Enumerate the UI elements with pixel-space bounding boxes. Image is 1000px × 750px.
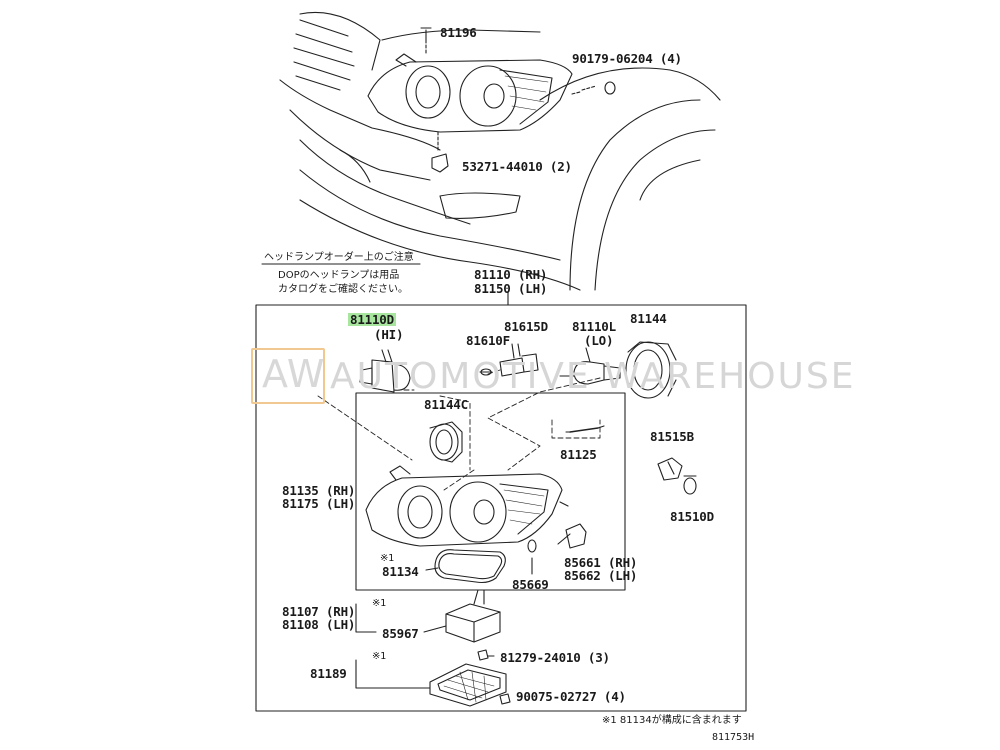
o-ring-85669 [527, 539, 537, 553]
note-line-3: カタログをご確認ください。 [278, 284, 408, 295]
label-81279-24010[interactable]: 81279-24010 (3) [500, 650, 610, 665]
sub-assembly-border [355, 392, 626, 591]
note-line-2: DOPのヘッドランプは用品 [278, 270, 400, 281]
headlamp-unit-81135 [365, 465, 569, 547]
label-85662-lh[interactable]: 85662 (LH) [564, 568, 638, 583]
label-81108-lh[interactable]: 81108 (LH) [282, 617, 356, 632]
ring-81144c [429, 421, 463, 463]
label-90075-02727[interactable]: 90075-02727 (4) [516, 689, 626, 704]
label-81510d[interactable]: 81510D [670, 509, 714, 524]
socket-81515b [657, 457, 683, 481]
label-81110d-hi: (HI) [374, 327, 404, 342]
bulb-81610f [479, 368, 493, 376]
label-85661-rh[interactable]: 85661 (RH) [564, 555, 638, 570]
label-81134[interactable]: 81134 [382, 564, 419, 579]
footnote-mark-81134: ※1 [380, 553, 394, 564]
ballast-85967 [445, 589, 501, 643]
gasket-81134 [434, 549, 506, 584]
watermark-text: AUTOMOTIVE WAREHOUSE [330, 356, 856, 397]
lo-bulb-81110l [559, 347, 621, 385]
bulb-81510d [683, 475, 697, 495]
label-90179-06204[interactable]: 90179-06204 (4) [572, 51, 682, 66]
cover-81189 [429, 663, 507, 707]
note-title: ヘッドランプオーダー上のご注意 [264, 252, 414, 263]
label-53271-44010[interactable]: 53271-44010 (2) [462, 159, 572, 174]
footnote-mark-81107: ※1 [372, 598, 386, 609]
wire-81125 [565, 425, 605, 433]
footnote-mark-81189: ※1 [372, 651, 386, 662]
car-front-illustration [279, 11, 721, 291]
label-81610f[interactable]: 81610F [466, 333, 510, 348]
label-81110l-lo: (LO) [584, 333, 614, 348]
label-81110-rh[interactable]: 81110 (RH) [474, 267, 548, 282]
label-81196[interactable]: 81196 [440, 25, 477, 40]
hi-bulb-81110d [359, 349, 411, 393]
label-85967[interactable]: 85967 [382, 626, 419, 641]
socket-85661 [557, 523, 587, 549]
label-81107-rh[interactable]: 81107 (RH) [282, 604, 356, 619]
label-81615d[interactable]: 81615D [504, 319, 548, 334]
label-81515b[interactable]: 81515B [650, 429, 694, 444]
footnote-text: ※1 81134が構成に含まれます [602, 715, 742, 726]
watermark-box [251, 348, 325, 404]
label-81110l[interactable]: 81110L [572, 319, 616, 334]
watermark-logo: AW [262, 352, 326, 396]
label-81150-lh[interactable]: 81150 (LH) [474, 281, 548, 296]
diagram-code: 811753H [712, 732, 755, 743]
label-81175-lh[interactable]: 81175 (LH) [282, 496, 356, 511]
label-81110d-highlighted[interactable]: 81110D [348, 312, 396, 327]
label-81144[interactable]: 81144 [630, 311, 667, 326]
label-85669[interactable]: 85669 [512, 577, 549, 592]
label-81144c[interactable]: 81144C [424, 397, 468, 412]
socket-81615d [499, 343, 539, 377]
cap-81144 [625, 341, 677, 399]
assembly-border [255, 304, 747, 712]
label-81135-rh[interactable]: 81135 (RH) [282, 483, 356, 498]
label-81125[interactable]: 81125 [560, 447, 597, 462]
label-81189[interactable]: 81189 [310, 666, 347, 681]
